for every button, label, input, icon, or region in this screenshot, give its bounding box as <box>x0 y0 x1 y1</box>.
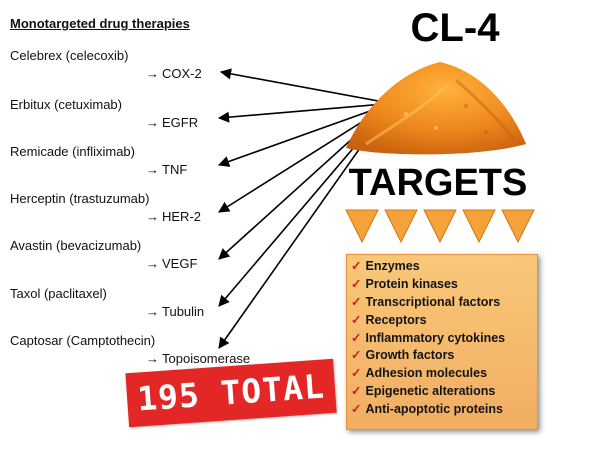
arrow-right-icon: → <box>146 351 159 366</box>
triangle-marker <box>423 209 457 244</box>
therapies-heading: Monotargeted drug therapies <box>10 16 190 31</box>
checkmark-icon: ✓ <box>351 259 362 273</box>
drug-name-4: Avastin (bevacizumab) <box>10 238 142 253</box>
drug-name-3: Herceptin (trastuzumab) <box>10 191 150 206</box>
total-stamp: 195 TOTAL <box>125 358 337 428</box>
target-category-item: ✓Transcriptional factors <box>351 294 501 309</box>
drug-target-6: →Topoisomerase <box>146 351 251 366</box>
arrow-right-icon: → <box>146 66 159 81</box>
checkmark-icon: ✓ <box>351 384 362 399</box>
target-category-item: ✓Receptors <box>351 312 427 327</box>
drug-name-1: Erbitux (cetuximab) <box>10 97 122 112</box>
drug-name-6: Captosar (Camptothecin) <box>10 333 156 348</box>
checkmark-icon: ✓ <box>351 330 362 345</box>
target-category-item: ✓Protein kinases <box>351 276 458 291</box>
targets-heading: TARGETS <box>348 162 528 204</box>
drug-target-4: →VEGF <box>146 256 198 271</box>
triangle-marker <box>345 209 379 244</box>
target-category-item: ✓Adhesion molecules <box>351 366 488 381</box>
target-category-item: ✓Growth factors <box>351 348 455 363</box>
powder-pile-image <box>346 62 526 155</box>
drug-name-0: Celebrex (celecoxib) <box>10 48 129 63</box>
arrow-right-icon: → <box>146 304 159 319</box>
target-category-item: ✓Epigenetic alterations <box>351 384 496 399</box>
checkmark-icon: ✓ <box>351 312 362 327</box>
target-category-item: ✓Enzymes <box>351 259 420 273</box>
drug-target-2: →TNF <box>146 162 188 177</box>
arrow-right-icon: → <box>146 162 159 177</box>
arrow-right-icon: → <box>146 256 159 271</box>
triangle-row <box>344 208 540 244</box>
checkmark-icon: ✓ <box>351 294 362 309</box>
triangle-marker <box>384 209 418 244</box>
target-categories-box: ✓Enzymes ✓Protein kinases ✓Transcription… <box>346 254 538 430</box>
target-category-item: ✓Inflammatory cytokines <box>351 330 506 345</box>
triangle-marker <box>501 209 535 244</box>
checkmark-icon: ✓ <box>351 366 362 381</box>
drug-name-2: Remicade (infliximab) <box>10 144 135 159</box>
drug-target-0: →COX-2 <box>146 66 202 81</box>
compound-title: CL-4 <box>410 6 500 50</box>
drug-target-3: →HER-2 <box>146 209 202 224</box>
triangle-marker <box>462 209 496 244</box>
drug-target-5: →Tubulin <box>146 304 205 319</box>
checkmark-icon: ✓ <box>351 402 362 417</box>
arrow-right-icon: → <box>146 209 159 224</box>
drug-name-5: Taxol (paclitaxel) <box>10 286 107 301</box>
target-category-item: ✓Anti-apoptotic proteins <box>351 402 503 417</box>
arrow-right-icon: → <box>146 115 159 130</box>
checkmark-icon: ✓ <box>351 348 362 363</box>
drug-target-1: →EGFR <box>146 115 199 130</box>
checkmark-icon: ✓ <box>351 276 362 291</box>
